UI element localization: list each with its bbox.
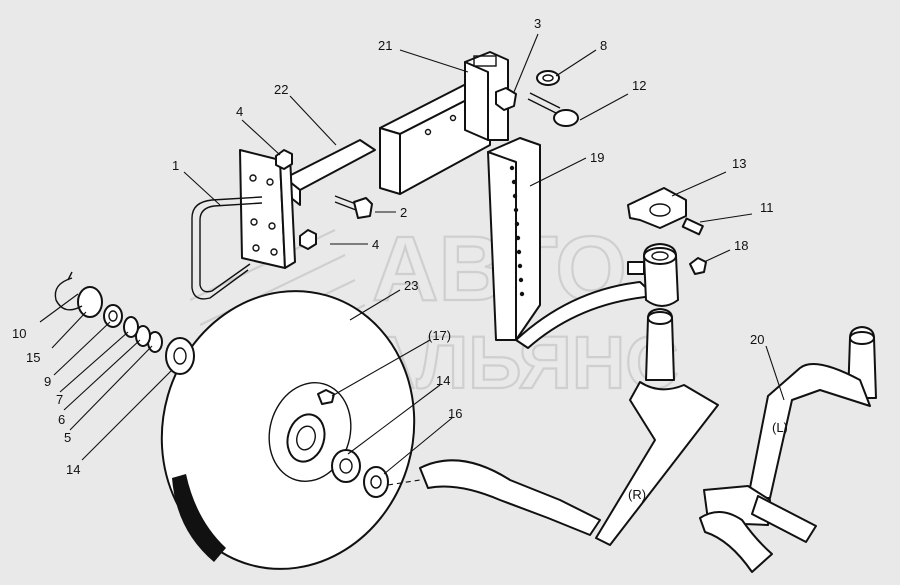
- part-10-snap-ring: [54, 271, 83, 311]
- part-11-screw: [681, 217, 704, 236]
- callout-4-top: 4: [236, 104, 243, 119]
- part-14-bearing-left: [165, 337, 195, 375]
- part-13-clamp: [627, 187, 687, 229]
- callout-14-right: 14: [436, 373, 450, 388]
- callouts: 1 2 3 4 4 5 6 7 8 9 10 11 12 13 14 14 15…: [12, 16, 788, 502]
- side-mark-left: (L): [772, 420, 788, 435]
- callout-20: 20: [750, 332, 764, 347]
- callout-2: 2: [400, 205, 407, 220]
- part-23-wheel: [160, 290, 416, 570]
- part-15-cap: [77, 286, 103, 318]
- callout-21: 21: [378, 38, 392, 53]
- part-9-washer: [103, 304, 123, 328]
- callout-6: 6: [58, 412, 65, 427]
- part-22-bar: [284, 139, 376, 206]
- part-20-right-fork: [419, 308, 719, 546]
- callout-3: 3: [534, 16, 541, 31]
- part-18-grease-fitting: [689, 257, 707, 275]
- part-4-nut-bottom: [299, 229, 317, 250]
- callout-23: 23: [404, 278, 418, 293]
- callout-8: 8: [600, 38, 607, 53]
- callout-9: 9: [44, 374, 51, 389]
- callout-19: 19: [590, 150, 604, 165]
- part-2-bolt: [334, 195, 373, 219]
- callout-13: 13: [732, 156, 746, 171]
- part-17-fitting: [317, 389, 335, 405]
- leader-lines: [39, 33, 785, 475]
- callout-5: 5: [64, 430, 71, 445]
- callout-11: 11: [760, 200, 774, 215]
- callout-17: (17): [428, 328, 451, 343]
- callout-14-left: 14: [66, 462, 80, 477]
- callout-18: 18: [734, 238, 748, 253]
- part-21-beam: [379, 51, 509, 195]
- part-14-bearing-right: [331, 449, 361, 483]
- watermark-logo-lines: [189, 229, 366, 376]
- part-1-u-bolt: [191, 196, 263, 300]
- callout-4-bottom: 4: [372, 237, 379, 252]
- part-12-pin: [527, 92, 579, 127]
- side-mark-right: (R): [628, 487, 646, 502]
- part-19-arm: [487, 137, 656, 349]
- part-3-bolt: [495, 87, 517, 111]
- callout-7: 7: [56, 392, 63, 407]
- pivot-collar: [627, 243, 679, 307]
- part-8-clip: [536, 70, 560, 86]
- callout-1: 1: [172, 158, 179, 173]
- part-20-left-fork: [699, 326, 877, 573]
- callout-15: 15: [26, 350, 40, 365]
- callout-22: 22: [274, 82, 288, 97]
- callout-10: 10: [12, 326, 26, 341]
- part-16-seal: [363, 466, 389, 498]
- callout-16: 16: [448, 406, 462, 421]
- part-19-holes: [509, 165, 525, 297]
- callout-12: 12: [632, 78, 646, 93]
